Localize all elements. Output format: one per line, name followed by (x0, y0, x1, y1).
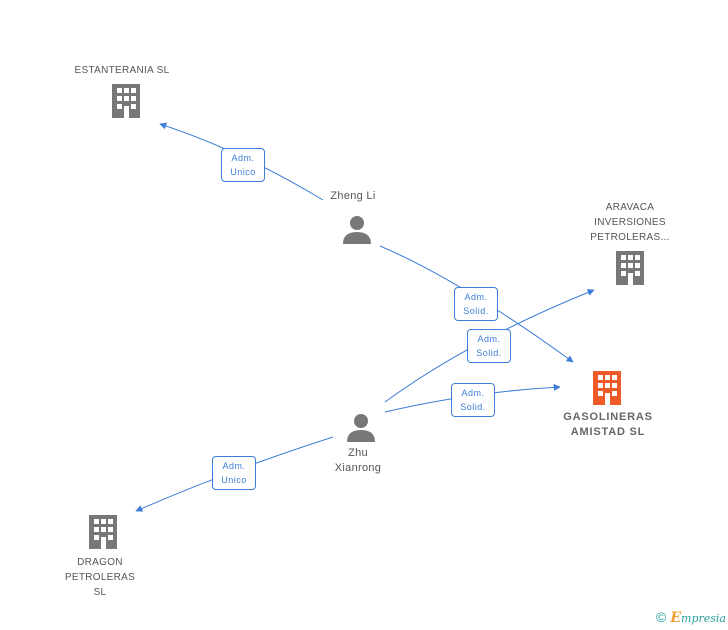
edge-label-line: Adm. (464, 292, 488, 302)
node-label-zhu-xianrong[interactable]: Zhu Xianrong (308, 446, 408, 476)
gasolineras-line-2[interactable]: AMISTAD SL (570, 426, 646, 438)
edge-label-zhu-aravaca[interactable]: Adm. Solid. (467, 329, 511, 363)
person-icon-zhu-xianrong[interactable] (346, 412, 376, 442)
node-label-aravaca[interactable]: ARAVACA INVERSIONES PETROLERAS... (570, 200, 690, 245)
edge-label-zheng-estanterania[interactable]: Adm. Unico (221, 148, 265, 182)
edge-label-line: Adm. (477, 334, 501, 344)
edge-label-line: Solid. (476, 348, 502, 358)
edge-label-line: Adm. (461, 388, 485, 398)
edge-label-line: Adm. (222, 461, 246, 471)
building-icon-dragon[interactable] (87, 515, 119, 549)
edge-label-line: Adm. (231, 153, 255, 163)
dragon-line-2[interactable]: PETROLERAS (64, 572, 136, 583)
node-label-zheng-li[interactable]: Zheng Li (303, 189, 403, 204)
dragon-line-3[interactable]: SL (93, 587, 107, 598)
edge-label-line: Solid. (460, 402, 486, 412)
gasolineras-line-1[interactable]: GASOLINERAS (563, 411, 653, 423)
brand-name: mpresia (681, 612, 726, 625)
building-icon-estanterania[interactable] (110, 84, 142, 118)
edge-label-line: Solid. (463, 306, 489, 316)
edge-label-zheng-gasolineras[interactable]: Adm. Solid. (454, 287, 498, 321)
building-icon-gasolineras[interactable] (591, 371, 623, 405)
edge-label-zhu-gasolineras[interactable]: Adm. Solid. (451, 383, 495, 417)
node-label-dragon[interactable]: DRAGON PETROLERAS SL (50, 555, 150, 600)
person-icon-zheng-li[interactable] (342, 214, 372, 244)
edge-label-zhu-dragon[interactable]: Adm. Unico (212, 456, 256, 490)
building-icon-aravaca[interactable] (614, 251, 646, 285)
edge-label-line: Unico (221, 475, 247, 485)
aravaca-line-1[interactable]: ARAVACA (605, 202, 655, 213)
brand-initial: E (670, 610, 682, 626)
zheng-li-name[interactable]: Zheng Li (330, 190, 376, 202)
dragon-line-1[interactable]: DRAGON (77, 557, 123, 568)
empresia-logo[interactable]: ©Empresia (656, 609, 726, 626)
zhu-line-2[interactable]: Xianrong (334, 462, 382, 474)
edge-label-line: Unico (230, 167, 256, 177)
estanterania-name[interactable]: ESTANTERANIA SL (74, 65, 170, 76)
node-label-estanterania[interactable]: ESTANTERANIA SL (52, 63, 192, 78)
node-label-gasolineras[interactable]: GASOLINERAS AMISTAD SL (548, 410, 668, 440)
copyright-icon: © (656, 609, 667, 625)
aravaca-line-3[interactable]: PETROLERAS... (590, 232, 670, 243)
aravaca-line-2[interactable]: INVERSIONES (594, 217, 666, 228)
zhu-line-1[interactable]: Zhu (348, 447, 368, 459)
